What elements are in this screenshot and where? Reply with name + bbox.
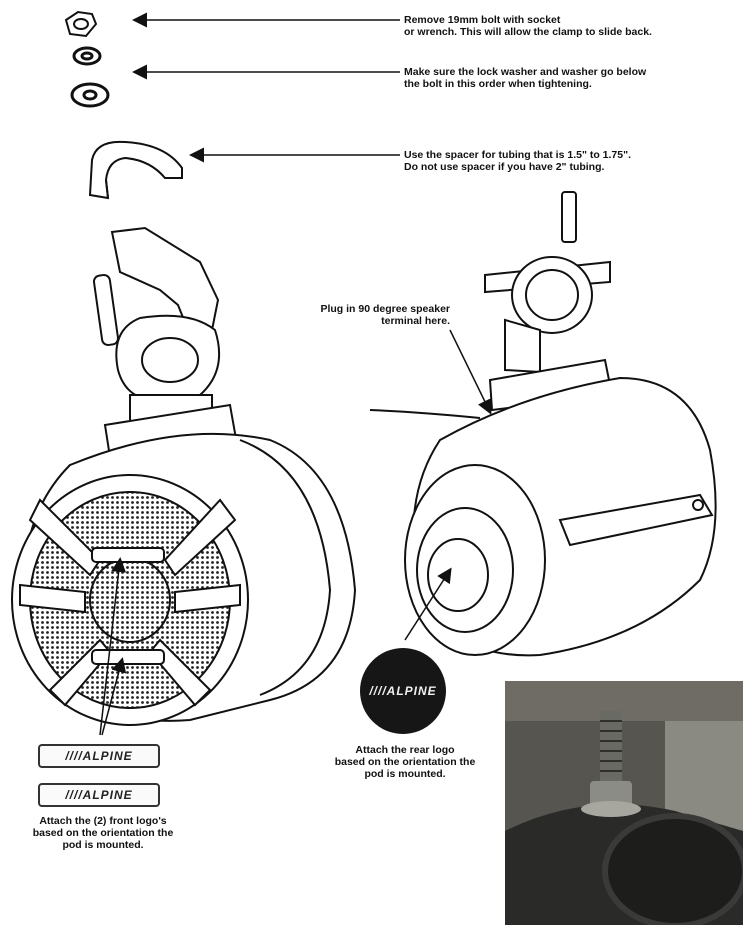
- hex-nut-icon: [64, 10, 98, 38]
- note-plug-terminal: Plug in 90 degree speaker terminal here.: [320, 303, 450, 327]
- note-remove-bolt: Remove 19mm bolt with socket or wrench. …: [404, 14, 652, 38]
- front-speaker-pod: [11, 226, 357, 726]
- note-rear-logo: Attach the rear logo based on the orient…: [334, 744, 476, 780]
- speaker-wire: [369, 409, 481, 419]
- installation-photo: [505, 681, 743, 925]
- note-spacer: Use the spacer for tubing that is 1.5" t…: [404, 149, 632, 173]
- note-lock-washer: Make sure the lock washer and washer go …: [404, 66, 647, 90]
- spacer-icon: [88, 140, 183, 200]
- arrow-to-terminal: [449, 329, 492, 415]
- arrow-front-logo-bottom: [101, 657, 127, 736]
- arrow-front-logo-top: [99, 557, 127, 736]
- lock-washer-icon: [72, 46, 102, 66]
- arrow-to-rear-logo: [404, 567, 452, 641]
- front-logo-badge-bottom: ////ALPINE: [38, 783, 160, 807]
- flat-washer-icon: [70, 82, 110, 108]
- rear-speaker-pod: [404, 191, 717, 657]
- note-front-logo: Attach the (2) front logo's based on the…: [32, 815, 174, 851]
- rear-logo-badge: ////ALPINE: [360, 648, 446, 734]
- photo-illustration: [505, 681, 743, 925]
- front-logo-badge-top: ////ALPINE: [38, 744, 160, 768]
